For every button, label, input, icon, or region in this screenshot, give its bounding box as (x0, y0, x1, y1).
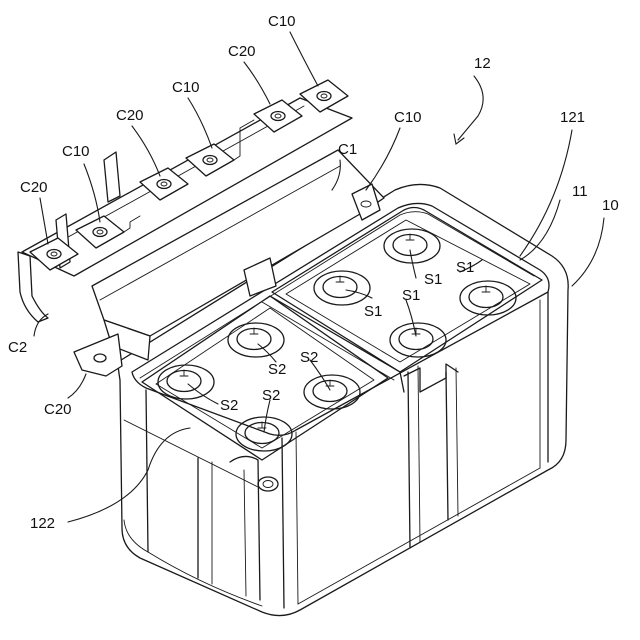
label-holder: 11 (572, 183, 588, 200)
label-s1-right: S1 (456, 259, 474, 276)
label-s1-front: S1 (402, 287, 420, 304)
label-case: 10 (602, 197, 619, 214)
label-s1-top: S1 (424, 271, 442, 288)
label-fig-ref: 12 (474, 55, 491, 72)
label-s2-front: S2 (262, 387, 280, 404)
label-c10-mid: C10 (172, 79, 200, 96)
label-pocket-right: 121 (560, 109, 585, 126)
label-s2-left: S2 (220, 397, 238, 414)
label-c10-left: C10 (62, 143, 90, 160)
label-s1-mid: S1 (364, 303, 382, 320)
label-c10-top: C10 (268, 13, 296, 30)
label-s2-right: S2 (300, 349, 318, 366)
label-pocket-left: 122 (30, 515, 55, 532)
label-busbar-side: C2 (8, 339, 27, 356)
label-c10-right: C10 (394, 109, 422, 126)
label-c20-top: C20 (228, 43, 256, 60)
label-c20-mid: C20 (116, 107, 144, 124)
label-c20-bottom: C20 (44, 401, 72, 418)
label-c20-left: C20 (20, 179, 48, 196)
label-busbar-main: C1 (338, 141, 357, 158)
label-s2-back: S2 (268, 361, 286, 378)
